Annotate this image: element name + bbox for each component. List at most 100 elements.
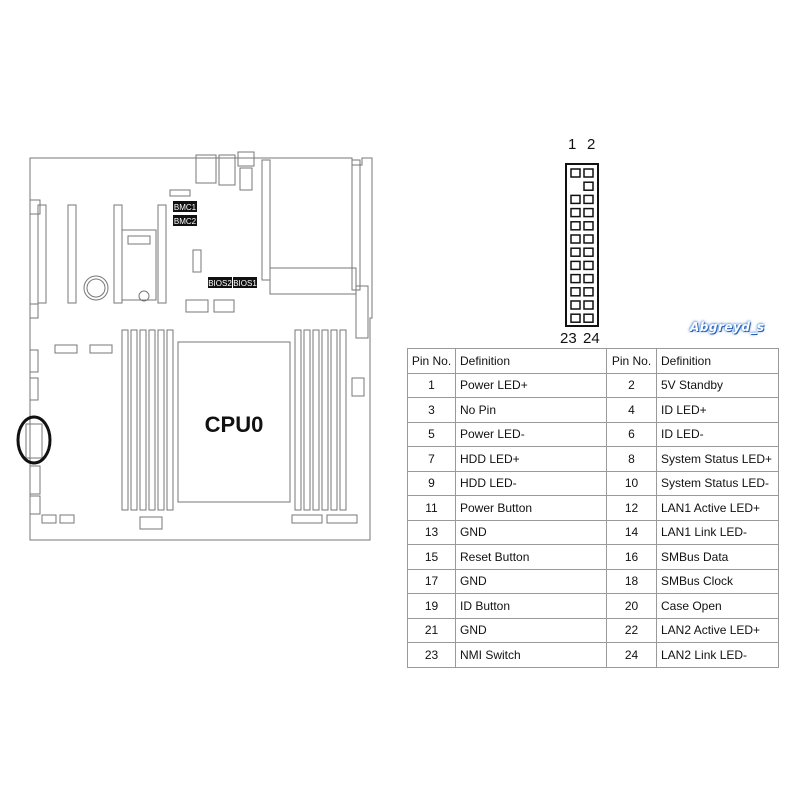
- left-pin-number: 3: [407, 397, 456, 423]
- bmc2-label: BMC2: [174, 217, 197, 226]
- right-pin-definition: Case Open: [656, 593, 779, 619]
- pin-label-24: 24: [583, 330, 600, 347]
- header-pin: [570, 273, 581, 284]
- header-pin: [583, 247, 594, 257]
- left-pin-definition: No Pin: [455, 397, 607, 423]
- right-pin-definition: LAN2 Link LED-: [656, 642, 779, 668]
- left-pin-number: 19: [407, 593, 456, 619]
- header-pin: [570, 313, 581, 323]
- header-pin: [570, 260, 581, 271]
- left-pin-definition: NMI Switch: [455, 642, 607, 668]
- pin-label-2: 2: [587, 136, 596, 153]
- header-pin: [583, 287, 594, 297]
- col-def-left: Definition: [455, 348, 607, 374]
- left-pin-number: 9: [407, 470, 456, 496]
- header-pin: [583, 273, 594, 284]
- left-pin-number: 11: [407, 495, 456, 521]
- left-pin-definition: Power LED-: [455, 421, 607, 447]
- right-pin-definition: System Status LED+: [656, 446, 779, 472]
- right-pin-definition: ID LED-: [656, 421, 779, 447]
- col-pin-left: Pin No.: [407, 348, 456, 374]
- right-pin-definition: System Status LED-: [656, 470, 779, 496]
- left-pin-number: 7: [407, 446, 456, 472]
- pin-label-23: 23: [560, 330, 577, 347]
- col-def-right: Definition: [656, 348, 779, 374]
- header-pin: [570, 207, 581, 218]
- motherboard-diagram: BMC1 BMC2 BIOS2 BIOS1 CPU0: [16, 151, 373, 541]
- right-pin-number: 14: [606, 519, 657, 545]
- right-pin-number: 6: [606, 421, 657, 447]
- right-pin-definition: SMBus Clock: [656, 568, 779, 594]
- header-pin: [583, 181, 594, 191]
- right-pin-number: 20: [606, 593, 657, 619]
- left-pin-definition: GND: [455, 617, 607, 643]
- header-pin: [583, 207, 594, 218]
- header-pin: [570, 234, 581, 244]
- header-pin: [583, 221, 594, 231]
- left-pin-definition: GND: [455, 568, 607, 594]
- left-pin-definition: Power LED+: [455, 372, 607, 398]
- left-pin-definition: HDD LED-: [455, 470, 607, 496]
- left-pin-definition: HDD LED+: [455, 446, 607, 472]
- header-pin: [583, 313, 594, 323]
- left-pin-number: 1: [407, 372, 456, 398]
- table-header-row: Pin No. Definition Pin No. Definition: [407, 348, 779, 374]
- left-pin-definition: GND: [455, 519, 607, 545]
- right-pin-number: 16: [606, 544, 657, 570]
- watermark-logo: Abgreyd_s: [690, 320, 765, 334]
- board-outline: [29, 157, 373, 541]
- right-pin-number: 18: [606, 568, 657, 594]
- header-pin: [570, 247, 581, 257]
- left-pin-definition: Reset Button: [455, 544, 607, 570]
- left-pin-number: 21: [407, 617, 456, 643]
- header-pin: [583, 168, 594, 178]
- bios2-label: BIOS2: [208, 279, 232, 288]
- left-pin-number: 13: [407, 519, 456, 545]
- right-pin-definition: SMBus Data: [656, 544, 779, 570]
- header-pin: [570, 287, 581, 297]
- right-pin-definition: LAN2 Active LED+: [656, 617, 779, 643]
- cpu-label: CPU0: [205, 412, 264, 437]
- right-pin-number: 10: [606, 470, 657, 496]
- left-pin-number: 5: [407, 421, 456, 447]
- left-pin-number: 23: [407, 642, 456, 668]
- right-pin-number: 8: [606, 446, 657, 472]
- header-pin: [583, 234, 594, 244]
- header-pin: [583, 300, 594, 310]
- bmc1-label: BMC1: [174, 203, 197, 212]
- pin-header-diagram: [565, 163, 599, 327]
- right-pin-number: 4: [606, 397, 657, 423]
- right-pin-definition: LAN1 Link LED-: [656, 519, 779, 545]
- left-pin-definition: ID Button: [455, 593, 607, 619]
- right-pin-number: 24: [606, 642, 657, 668]
- highlight-circle: [16, 415, 52, 465]
- bios1-label: BIOS1: [233, 279, 257, 288]
- header-pin: [570, 168, 581, 178]
- right-pin-number: 2: [606, 372, 657, 398]
- pin-label-1: 1: [568, 136, 577, 153]
- left-pin-definition: Power Button: [455, 495, 607, 521]
- header-pin: [583, 194, 594, 205]
- header-pin: [570, 221, 581, 231]
- right-pin-definition: LAN1 Active LED+: [656, 495, 779, 521]
- front-panel-header: [25, 423, 43, 459]
- right-pin-definition: ID LED+: [656, 397, 779, 423]
- header-pin: [570, 300, 581, 310]
- header-pin: [570, 194, 581, 205]
- left-pin-number: 17: [407, 568, 456, 594]
- header-pin: [583, 260, 594, 271]
- col-pin-right: Pin No.: [606, 348, 657, 374]
- left-pin-number: 15: [407, 544, 456, 570]
